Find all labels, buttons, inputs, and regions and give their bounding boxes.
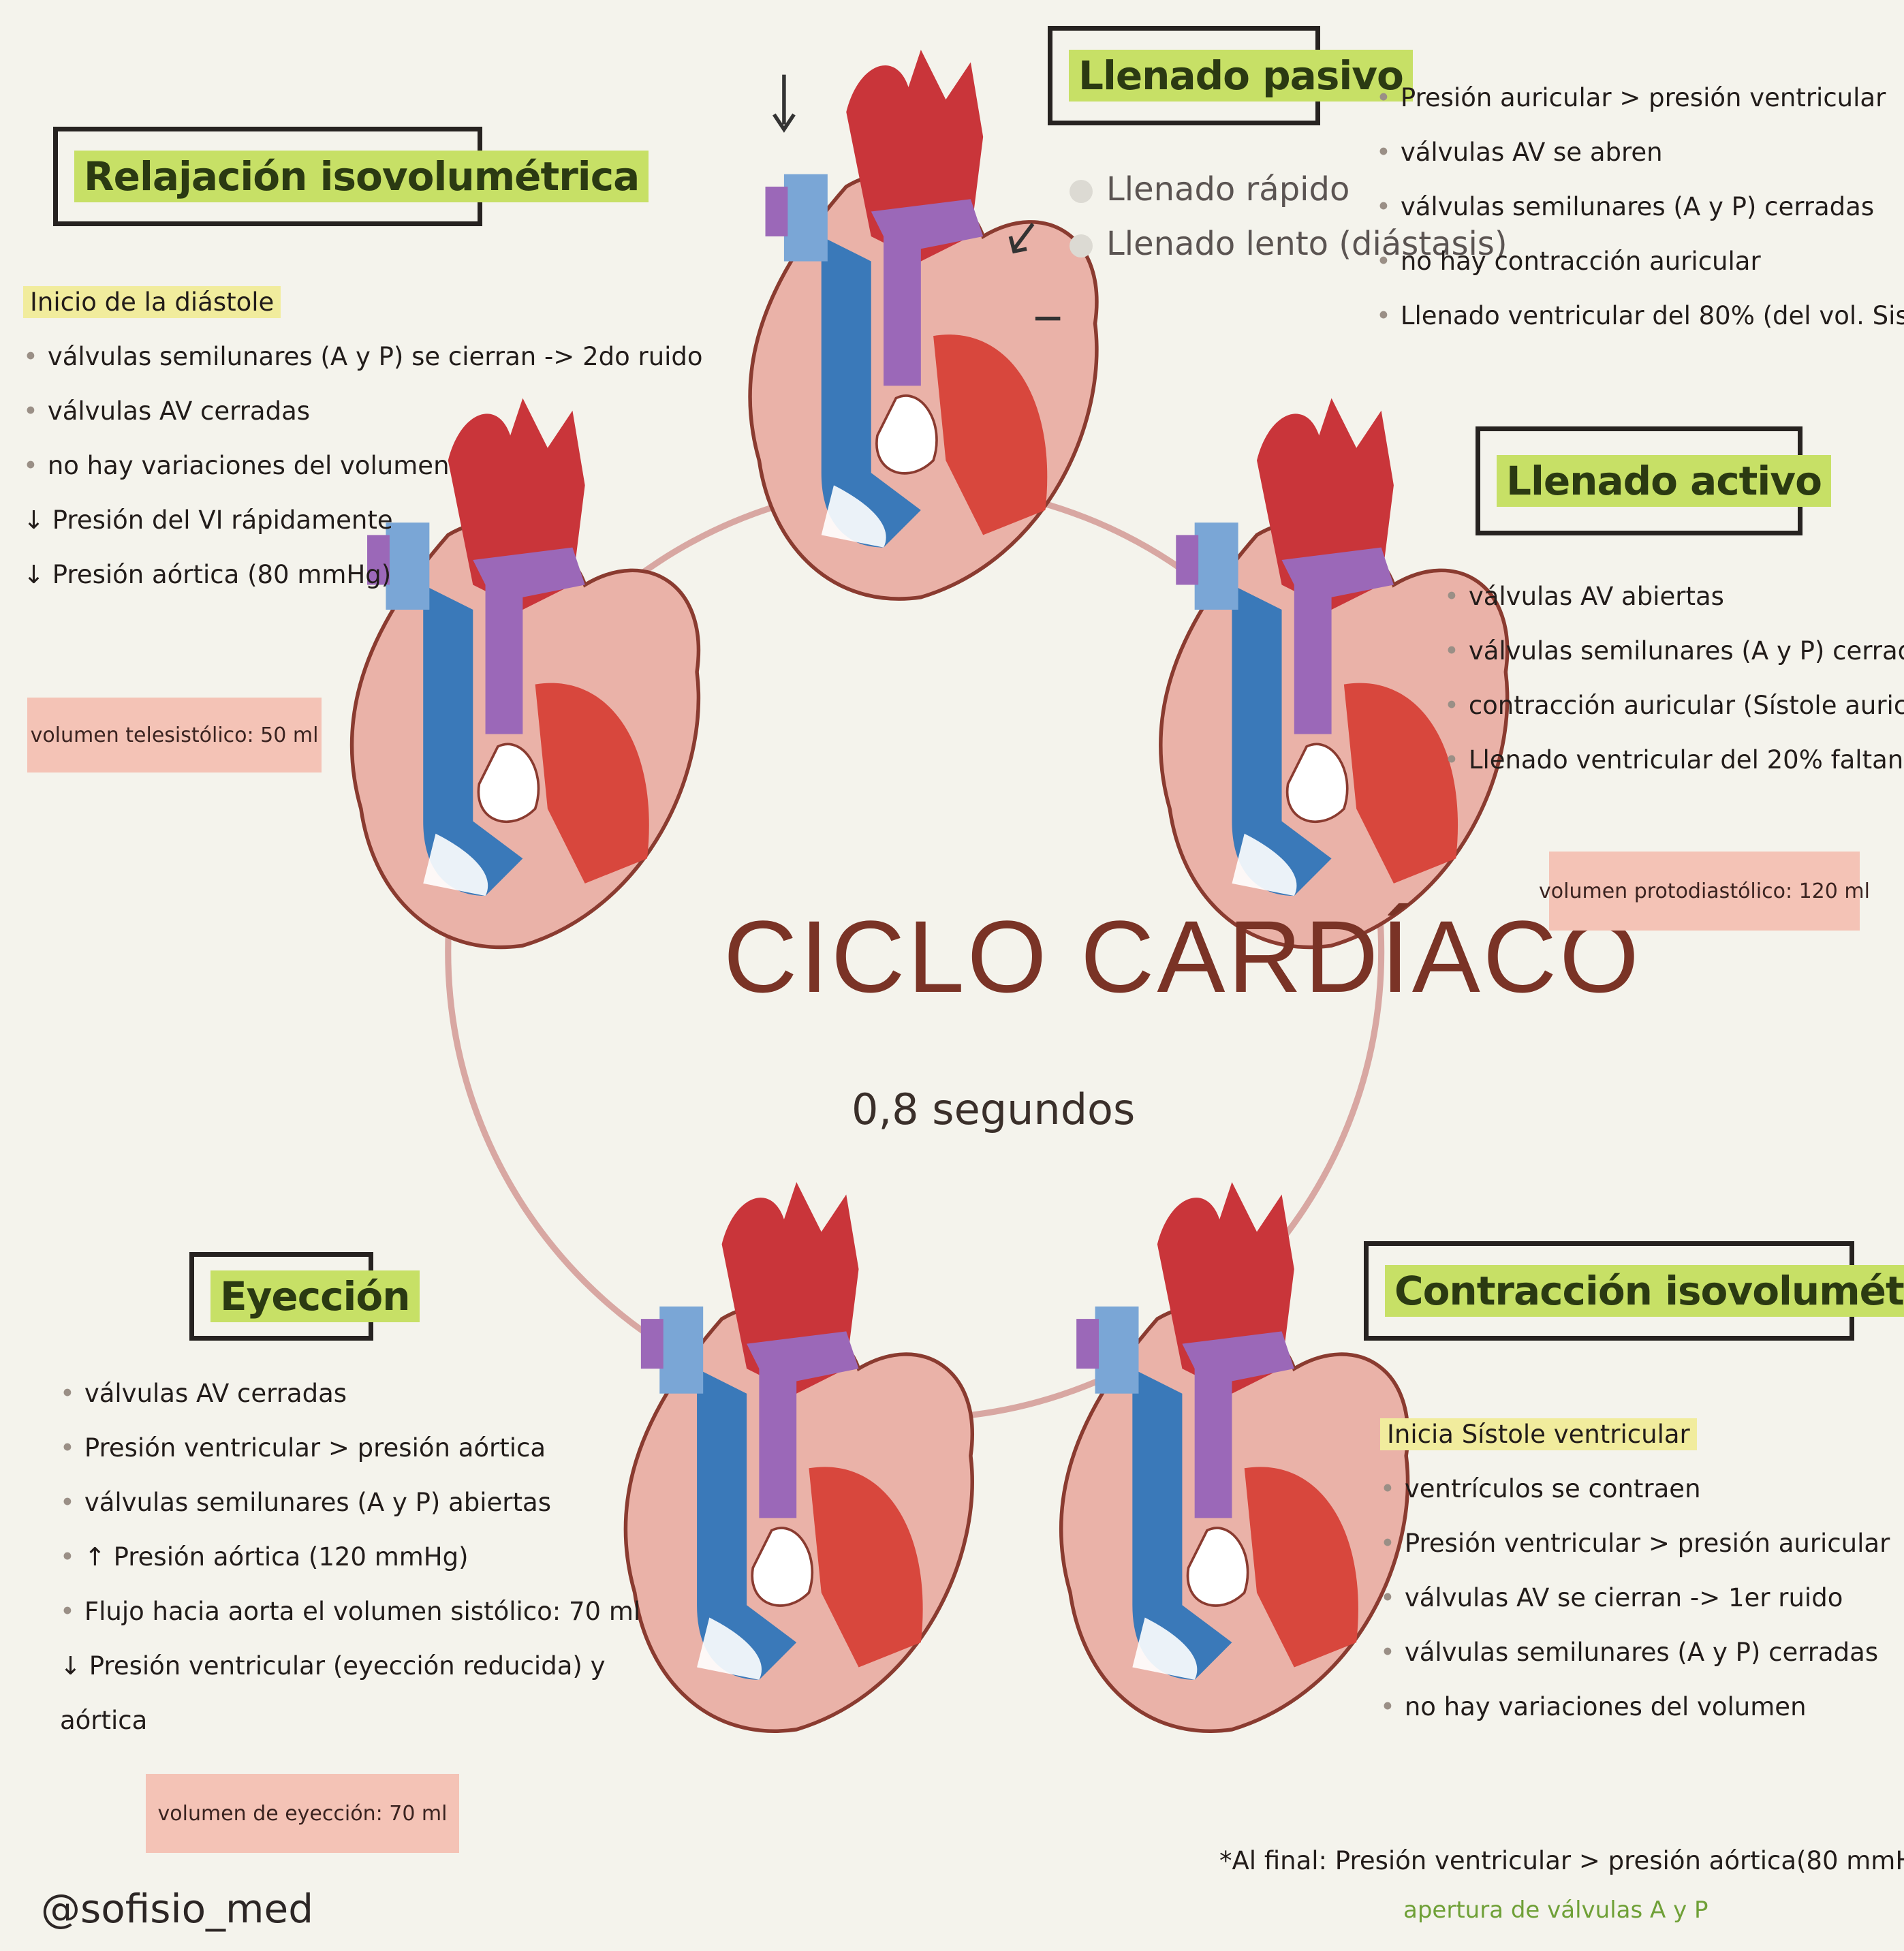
title-contraccion-isovolumetrica: Contracción isovolumétrica (1364, 1241, 1854, 1341)
notes-llenado-activo: •válvulas AV abiertas •válvulas semiluna… (1444, 569, 1904, 787)
note-item: •Llenado ventricular del 20% faltante (1444, 733, 1904, 787)
notes-relajacion-isovolumetrica: Inicio de la diástole •válvulas semiluna… (23, 275, 703, 602)
note-item: •válvulas AV abiertas (1444, 569, 1904, 624)
heart-contraccion-isovolumetrica (1061, 1182, 1408, 1731)
page-title: CICLO CARDÍACO (723, 898, 1642, 1016)
note-item: •Presión auricular > presión ventricular (1376, 71, 1904, 125)
footnote-apertura: apertura de válvulas A y P (1403, 1897, 1708, 1924)
notes-llenado-pasivo: •Presión auricular > presión ventricular… (1376, 71, 1904, 343)
volume-box-telesistolico: volumen telesistólico: 50 ml (27, 698, 322, 772)
note-item: •válvulas semilunares (A y P) abiertas (60, 1476, 640, 1530)
note-item: ↓ Presión del VI rápidamente (23, 493, 703, 548)
note-item: •no hay variaciones del volumen (23, 439, 703, 493)
heart-llenado-pasivo (750, 50, 1097, 599)
note-item: Inicia Sístole ventricular (1380, 1407, 1890, 1462)
author-signature: @sofisio_med (41, 1886, 313, 1932)
note-item: ↓ Presión ventricular (eyección reducida… (60, 1639, 640, 1694)
note-item: •Flujo hacia aorta el volumen sistólico:… (60, 1585, 640, 1639)
note-item: •válvulas semilunares (A y P) cerradas (1380, 1625, 1890, 1680)
footnote: *Al final: Presión ventricular > presión… (1219, 1846, 1904, 1875)
volume-box-eyeccion: volumen de eyección: 70 ml (146, 1774, 459, 1853)
note-item: •no hay contracción auricular (1376, 234, 1904, 289)
cycle-duration: 0,8 segundos (852, 1084, 1135, 1134)
arrow-down-icon (774, 75, 794, 129)
note-item: •Presión ventricular > presión aórtica (60, 1421, 640, 1476)
note-item: •contracción auricular (Sístole auricula… (1444, 678, 1904, 733)
note-item: aórtica (60, 1694, 640, 1748)
note-item: •válvulas semilunares (A y P) cerradas (1444, 624, 1904, 678)
note-item: •válvulas AV se cierran -> 1er ruido (1380, 1571, 1890, 1625)
note-item: •↑ Presión aórtica (120 mmHg) (60, 1530, 640, 1585)
title-relajacion-isovolumetrica: Relajación isovolumétrica (53, 127, 482, 226)
note-item: •ventrículos se contraen (1380, 1462, 1890, 1516)
note-item: •Llenado ventricular del 80% (del vol. S… (1376, 289, 1904, 343)
title-eyeccion: Eyección (189, 1252, 373, 1341)
title-llenado-activo: Llenado activo (1476, 426, 1802, 535)
volume-box-protodiastolico: volumen protodiastólico: 120 ml (1549, 852, 1860, 931)
note-item: •válvulas AV cerradas (60, 1367, 640, 1421)
note-item: •válvulas semilunares (A y P) cerradas (1376, 180, 1904, 234)
circle-icon (1070, 180, 1093, 203)
title-llenado-pasivo: Llenado pasivo (1048, 26, 1320, 125)
note-item: •válvulas semilunares (A y P) se cierran… (23, 330, 703, 384)
circle-icon (1070, 234, 1093, 257)
notes-contraccion-isovolumetrica: Inicia Sístole ventricular •ventrículos … (1380, 1407, 1890, 1734)
heart-eyeccion (625, 1182, 972, 1731)
note-item: •válvulas AV se abren (1376, 125, 1904, 180)
note-item: ↓ Presión aórtica (80 mmHg) (23, 548, 703, 602)
note-item: •válvulas AV cerradas (23, 384, 703, 439)
notes-eyeccion: •válvulas AV cerradas •Presión ventricul… (60, 1367, 640, 1748)
note-item: •no hay variaciones del volumen (1380, 1680, 1890, 1734)
note-item: •Presión ventricular > presión auricular (1380, 1516, 1890, 1571)
note-item: Inicio de la diástole (23, 275, 703, 330)
